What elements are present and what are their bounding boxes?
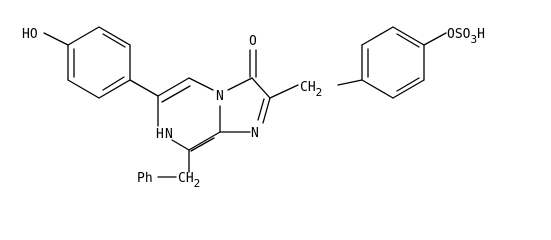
ch2-benzyl-c: CH	[178, 171, 194, 186]
sulfate-oso: OSO	[447, 27, 471, 42]
hydroxyl-label: HO	[22, 27, 38, 42]
right-aryl-ring	[361, 26, 425, 99]
aryl-link-bond	[129, 79, 159, 97]
pyrazine-ring	[157, 77, 221, 152]
carbonyl-oxygen-label: O	[249, 34, 257, 49]
left-phenol-ring	[67, 26, 131, 99]
aryl-sulfate-bond	[423, 32, 447, 46]
sulfate-hydrogen: H	[477, 27, 485, 42]
chemical-structure: HO O N H N N CH2 OSO3H Ph CH2	[22, 26, 485, 190]
ch2-benzyl-label: CH2	[178, 171, 200, 190]
ch2-right-c: CH	[300, 80, 316, 95]
c2-ch2-bond	[269, 84, 299, 99]
hydroxyl-bond	[43, 32, 69, 46]
bridge-nitrogen-label: N	[216, 89, 224, 104]
imidazolone-ring	[219, 77, 271, 133]
ch2-right-label: CH2	[300, 80, 322, 99]
phenyl-label: Ph	[137, 171, 153, 186]
ch2-aryl-bond	[337, 79, 363, 86]
ch2-benzyl-subscript: 2	[194, 177, 201, 190]
imine-nitrogen-label: N	[251, 126, 259, 141]
sulfate-label: OSO3H	[447, 27, 485, 46]
sulfate-subscript: 3	[470, 33, 477, 46]
ch2-right-subscript: 2	[316, 86, 323, 99]
nh-hydrogen-label: H	[156, 127, 164, 142]
nh-nitrogen-label: N	[165, 127, 173, 142]
